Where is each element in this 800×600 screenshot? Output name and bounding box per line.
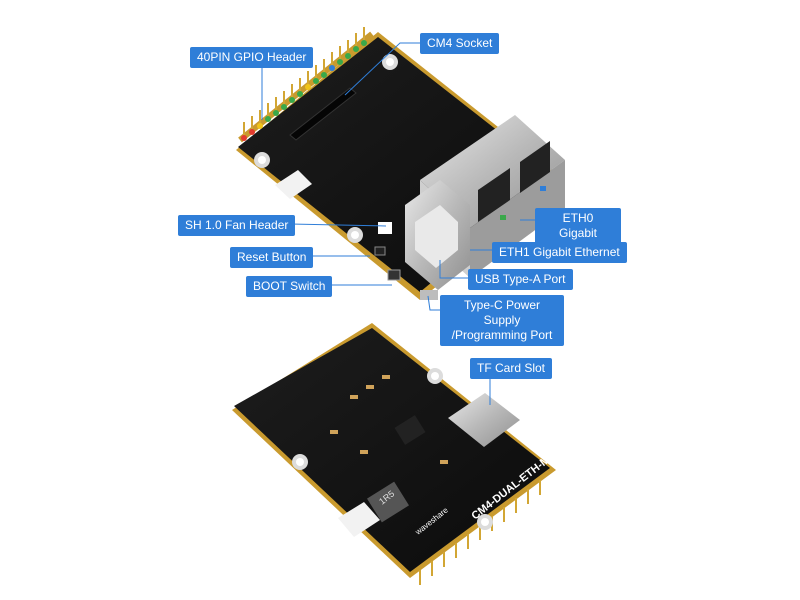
label-patch: [275, 170, 312, 199]
fan-header: [378, 222, 392, 234]
label-type-c-power: Type-C Power Supply /Programming Port: [440, 295, 564, 346]
type-c-port: [420, 290, 438, 300]
label-tf-card-slot: TF Card Slot: [470, 358, 553, 379]
pcb-bottom: [234, 328, 550, 572]
bottom-board: [232, 323, 556, 585]
label-cm4-socket: CM4 Socket: [420, 33, 500, 54]
gpio-pins: [238, 27, 374, 143]
reset-button-part: [374, 246, 386, 256]
label-boot-switch: BOOT Switch: [246, 276, 333, 297]
label-patch: [338, 502, 380, 537]
label-gpio-header: 40PIN GPIO Header: [190, 47, 314, 68]
smd-components: [330, 375, 448, 464]
chip: [394, 415, 426, 445]
inductor: [367, 481, 409, 523]
label-eth1: ETH1 Gigabit Ethernet: [492, 242, 627, 263]
leader-lines-top: [261, 42, 535, 311]
tf-card-slot: [448, 393, 520, 447]
boot-switch-part: [387, 269, 401, 281]
label-usb-type-a: USB Type-A Port: [468, 269, 573, 290]
label-fan-header: SH 1.0 Fan Header: [178, 215, 296, 236]
cm4-socket: [289, 87, 357, 141]
label-reset-button: Reset Button: [230, 247, 314, 268]
